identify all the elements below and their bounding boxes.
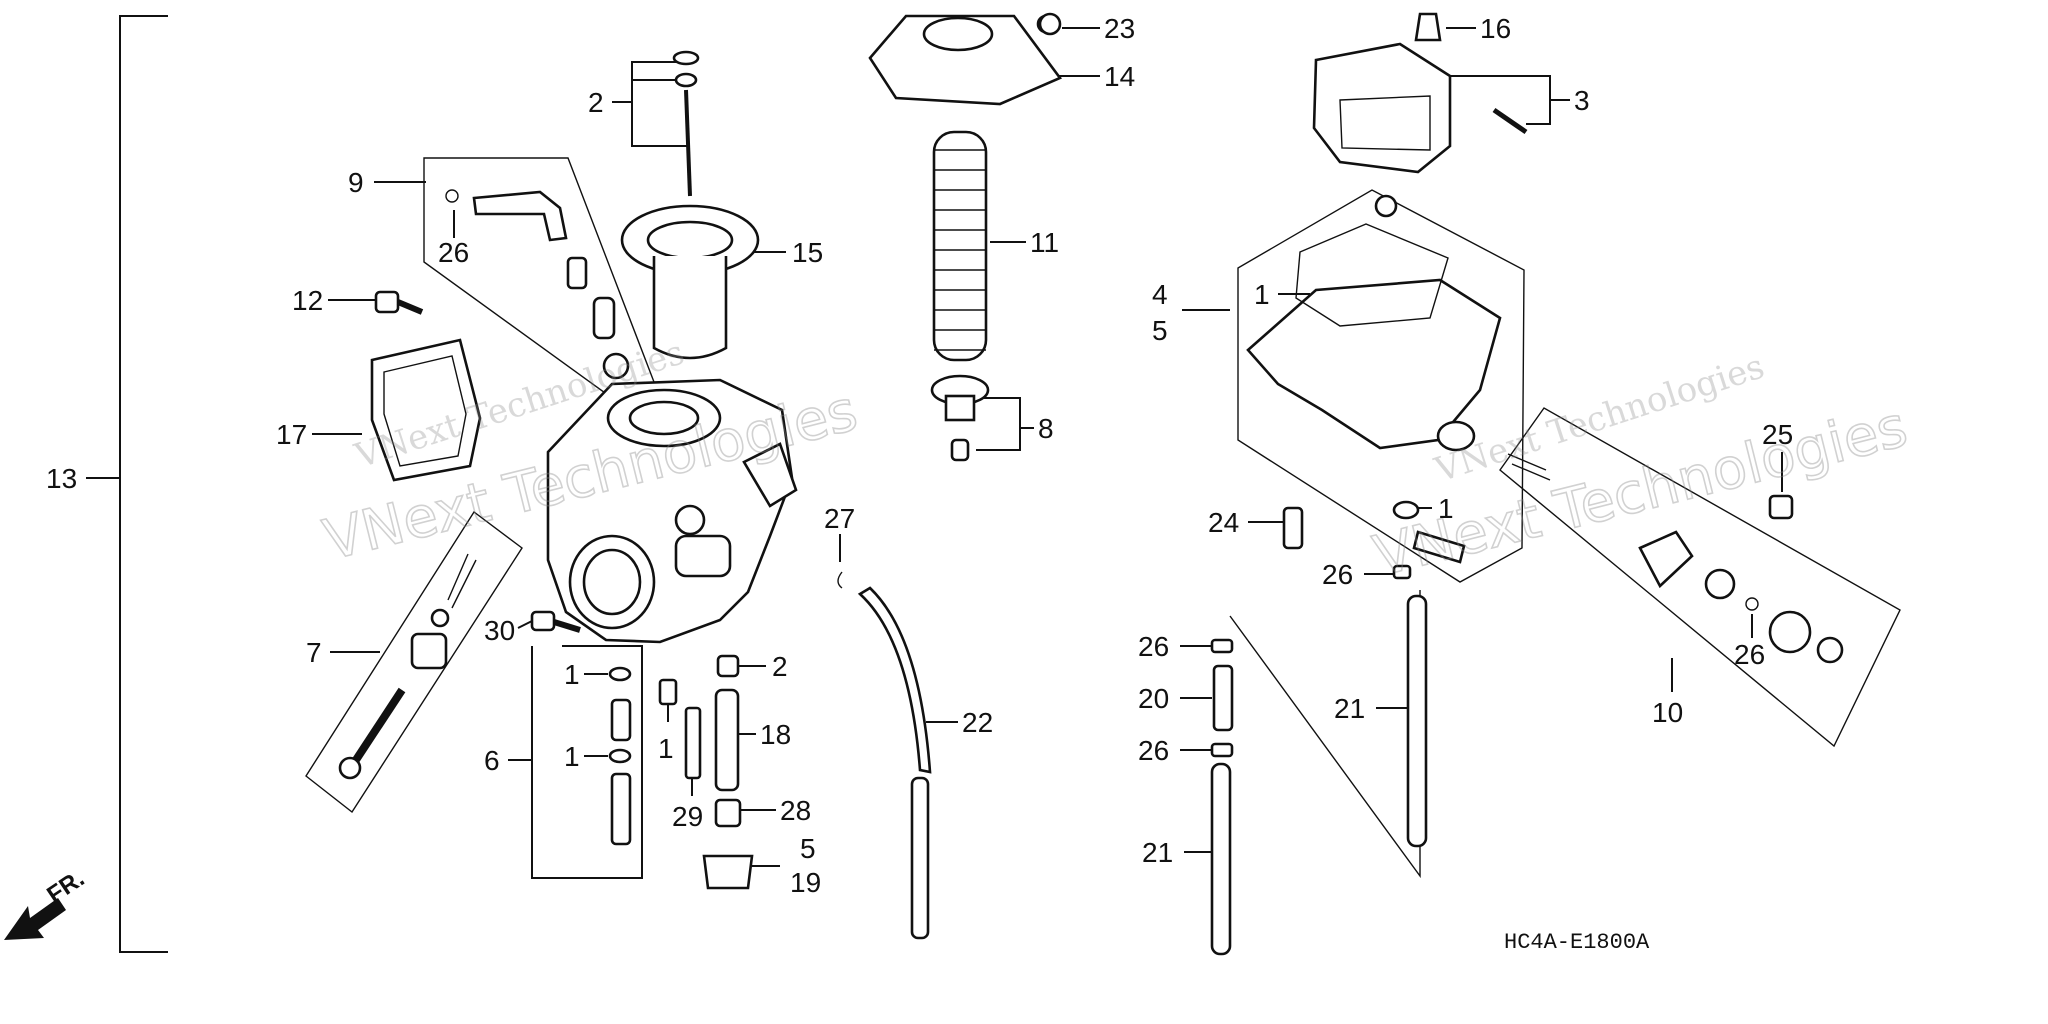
callout-2-top: 2 <box>588 87 604 118</box>
hose-assembly <box>445 189 630 380</box>
spring <box>932 130 988 362</box>
callout-15: 15 <box>792 237 823 268</box>
callout-1-jet: 1 <box>658 733 674 764</box>
callout-5-chamber: 5 <box>1152 315 1168 346</box>
callout-22: 22 <box>962 707 993 738</box>
chamber-cover <box>370 338 482 482</box>
callout-4: 4 <box>1152 279 1168 310</box>
front-mark-label: FR. <box>42 865 89 909</box>
callout-11: 11 <box>1030 227 1059 258</box>
callout-26-fitting-bottom: 26 <box>1138 735 1169 766</box>
callout-17: 17 <box>276 419 307 450</box>
tube-22 <box>837 571 932 940</box>
cover-screw <box>1038 12 1062 36</box>
callout-2-jet: 2 <box>772 651 788 682</box>
callout-16: 16 <box>1480 13 1511 44</box>
callout-24: 24 <box>1208 507 1239 538</box>
carburetor-body <box>546 378 798 644</box>
screw <box>374 290 424 315</box>
callout-29: 29 <box>672 801 703 832</box>
callout-5-jet: 5 <box>800 833 816 864</box>
callout-26-hose: 26 <box>438 237 469 268</box>
front-direction-mark: FR. <box>4 865 89 940</box>
callout-9: 9 <box>348 167 364 198</box>
diagram-code: HC4A-E1800A <box>1504 930 1650 955</box>
callout-1-oring: 1 <box>1438 493 1454 524</box>
callout-26-fitting-top: 26 <box>1138 631 1169 662</box>
drain-fitting <box>1210 594 1428 956</box>
pilot-screw-set <box>608 666 632 846</box>
callout-10: 10 <box>1652 697 1683 728</box>
callout-13: 13 <box>46 463 77 494</box>
front-arrow-icon <box>4 898 66 940</box>
parts <box>338 12 1844 956</box>
callout-18: 18 <box>760 719 791 750</box>
float-chamber <box>1246 194 1502 452</box>
jet-needle <box>672 50 700 197</box>
callout-20: 20 <box>1138 683 1169 714</box>
callout-3: 3 <box>1574 85 1590 116</box>
callout-25: 25 <box>1762 419 1793 450</box>
needle-holder <box>930 374 990 462</box>
callout-6: 6 <box>484 745 500 776</box>
diaphragm <box>620 204 760 360</box>
leader-lines <box>86 15 1783 953</box>
small-rings <box>1392 500 1466 580</box>
top-cover <box>868 14 1063 106</box>
adjuster-assembly <box>338 553 477 780</box>
bolt <box>530 610 581 633</box>
callout-30: 30 <box>484 615 515 646</box>
callout-labels: 13 2 9 26 12 17 7 30 1 6 1 1 2 18 29 28 … <box>46 13 1793 898</box>
callout-12: 12 <box>292 285 323 316</box>
callout-28: 28 <box>780 795 811 826</box>
drain-bolt <box>1282 506 1304 550</box>
callout-26-pump: 26 <box>1734 639 1765 670</box>
callout-27: 27 <box>824 503 855 534</box>
callout-1-lower: 1 <box>564 741 580 772</box>
callout-8: 8 <box>1038 413 1054 444</box>
callout-23: 23 <box>1104 13 1135 44</box>
callout-14: 14 <box>1104 61 1135 92</box>
callout-21-right: 21 <box>1334 693 1365 724</box>
callout-19: 19 <box>790 867 821 898</box>
callout-1-gasket: 1 <box>1254 279 1270 310</box>
callout-7: 7 <box>306 637 322 668</box>
callout-21-left: 21 <box>1142 837 1173 868</box>
accelerator-pump <box>1507 453 1844 664</box>
callout-1-upper: 1 <box>564 659 580 690</box>
float <box>1312 12 1528 174</box>
callout-26-chamber: 26 <box>1322 559 1353 590</box>
jet-set <box>658 654 754 890</box>
